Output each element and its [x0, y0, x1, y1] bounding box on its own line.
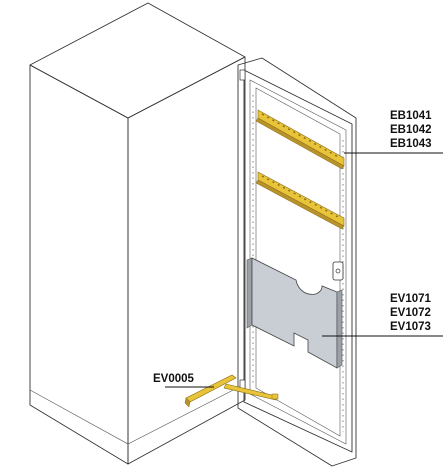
mounting-plate [246, 257, 343, 369]
door-inner-panel [243, 69, 353, 453]
callout-rails: EB1041 EB1042 EB1043 [390, 110, 432, 150]
rail-upper [255, 109, 345, 170]
door-lock-icon [332, 261, 344, 281]
label-eb1041: EB1041 [390, 110, 432, 122]
cabinet-door [237, 57, 357, 467]
door-outer-frame [237, 57, 357, 467]
door-stay [184, 374, 279, 408]
cabinet-front-face [29, 64, 129, 465]
rail-lower [255, 171, 345, 230]
label-ev1071: EV1071 [390, 293, 432, 305]
label-eb1042: EB1042 [390, 124, 432, 136]
label-ev1073: EV1073 [390, 321, 431, 333]
leader-lines [165, 152, 443, 388]
callout-plate: EV1071 EV1072 EV1073 [390, 293, 432, 333]
cabinet-top-face [29, 2, 246, 119]
label-ev1072: EV1072 [390, 307, 431, 319]
label-ev0005: EV0005 [153, 373, 195, 385]
cabinet-plinth-line [29, 383, 246, 445]
label-eb1043: EB1043 [390, 138, 432, 150]
mounting-rails [255, 109, 345, 230]
hinge-top [239, 69, 246, 81]
callout-stay: EV0005 [153, 373, 195, 385]
plate-panel [251, 257, 338, 369]
cabinet-body [29, 2, 246, 465]
